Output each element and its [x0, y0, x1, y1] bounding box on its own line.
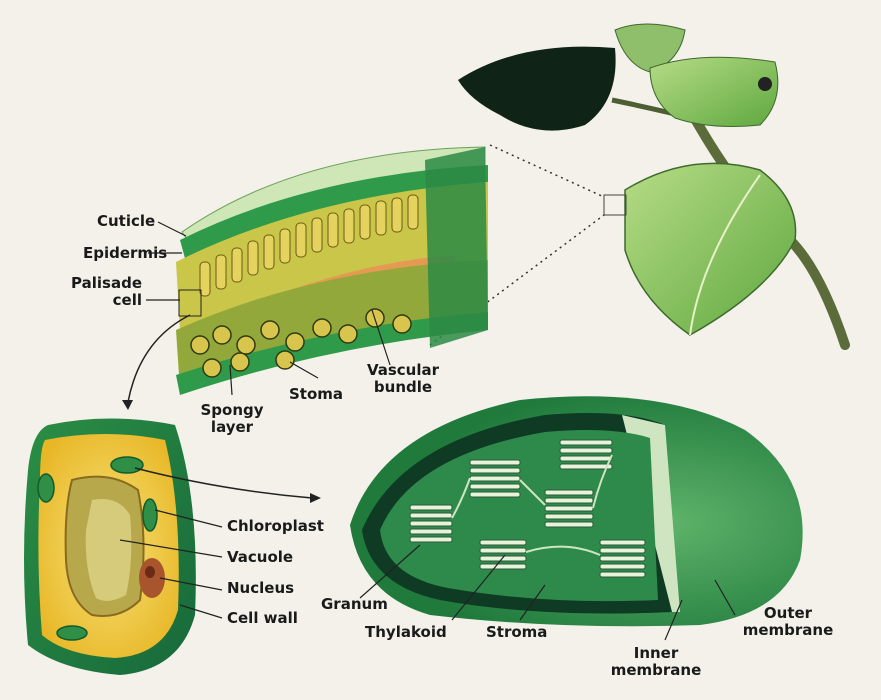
arrowhead-palisade-to-cell — [122, 400, 133, 410]
label-vascular-line1: Vascular — [362, 362, 444, 379]
zoom-line-top — [490, 145, 604, 197]
label-vacuole: Vacuole — [227, 549, 293, 566]
nucleolus — [145, 566, 155, 578]
label-vascular-line2: bundle — [362, 379, 444, 396]
label-spongy-line2: layer — [196, 419, 268, 436]
label-palisade-cell: Palisade cell — [70, 275, 142, 309]
dark-leaf — [458, 47, 616, 131]
plant-branch-illustration — [458, 24, 845, 345]
leaf-cross-section — [176, 147, 488, 395]
label-epidermis: Epidermis — [83, 245, 167, 262]
chloroplast-detail — [350, 396, 803, 626]
label-inner-membrane: Inner membrane — [606, 645, 706, 679]
label-chloroplast: Chloroplast — [227, 518, 324, 535]
leader-cuticle — [158, 222, 186, 236]
leaf-bud — [758, 77, 772, 91]
chloroplast-4 — [57, 626, 87, 640]
section-right-face — [425, 147, 488, 348]
label-stoma: Stoma — [289, 386, 343, 403]
small-leaf — [650, 57, 778, 126]
label-inner-line2: membrane — [606, 662, 706, 679]
label-outer-line1: Outer — [738, 605, 838, 622]
arrowhead-cell-to-chloroplast — [310, 493, 321, 503]
label-nucleus: Nucleus — [227, 580, 294, 597]
plant-cell — [24, 419, 196, 676]
label-cell-wall: Cell wall — [227, 610, 298, 627]
label-spongy-layer: Spongy layer — [196, 402, 268, 436]
label-vascular-bundle: Vascular bundle — [362, 362, 444, 396]
leaf-section-marker — [604, 195, 626, 215]
label-stroma: Stroma — [486, 624, 547, 641]
label-inner-line1: Inner — [606, 645, 706, 662]
leader-stoma — [290, 362, 318, 378]
chloroplast-2 — [38, 474, 54, 502]
vacuole-inner — [86, 499, 132, 601]
label-outer-membrane: Outer membrane — [738, 605, 838, 639]
label-palisade-line1: Palisade — [70, 275, 142, 292]
large-leaf — [625, 163, 796, 335]
label-outer-line2: membrane — [738, 622, 838, 639]
label-palisade-line2: cell — [70, 292, 142, 309]
label-thylakoid: Thylakoid — [365, 624, 447, 641]
label-spongy-line1: Spongy — [196, 402, 268, 419]
label-cuticle: Cuticle — [97, 213, 155, 230]
chloroplast-1 — [111, 457, 143, 473]
label-granum: Granum — [321, 596, 388, 613]
chloroplast-3 — [143, 499, 157, 531]
